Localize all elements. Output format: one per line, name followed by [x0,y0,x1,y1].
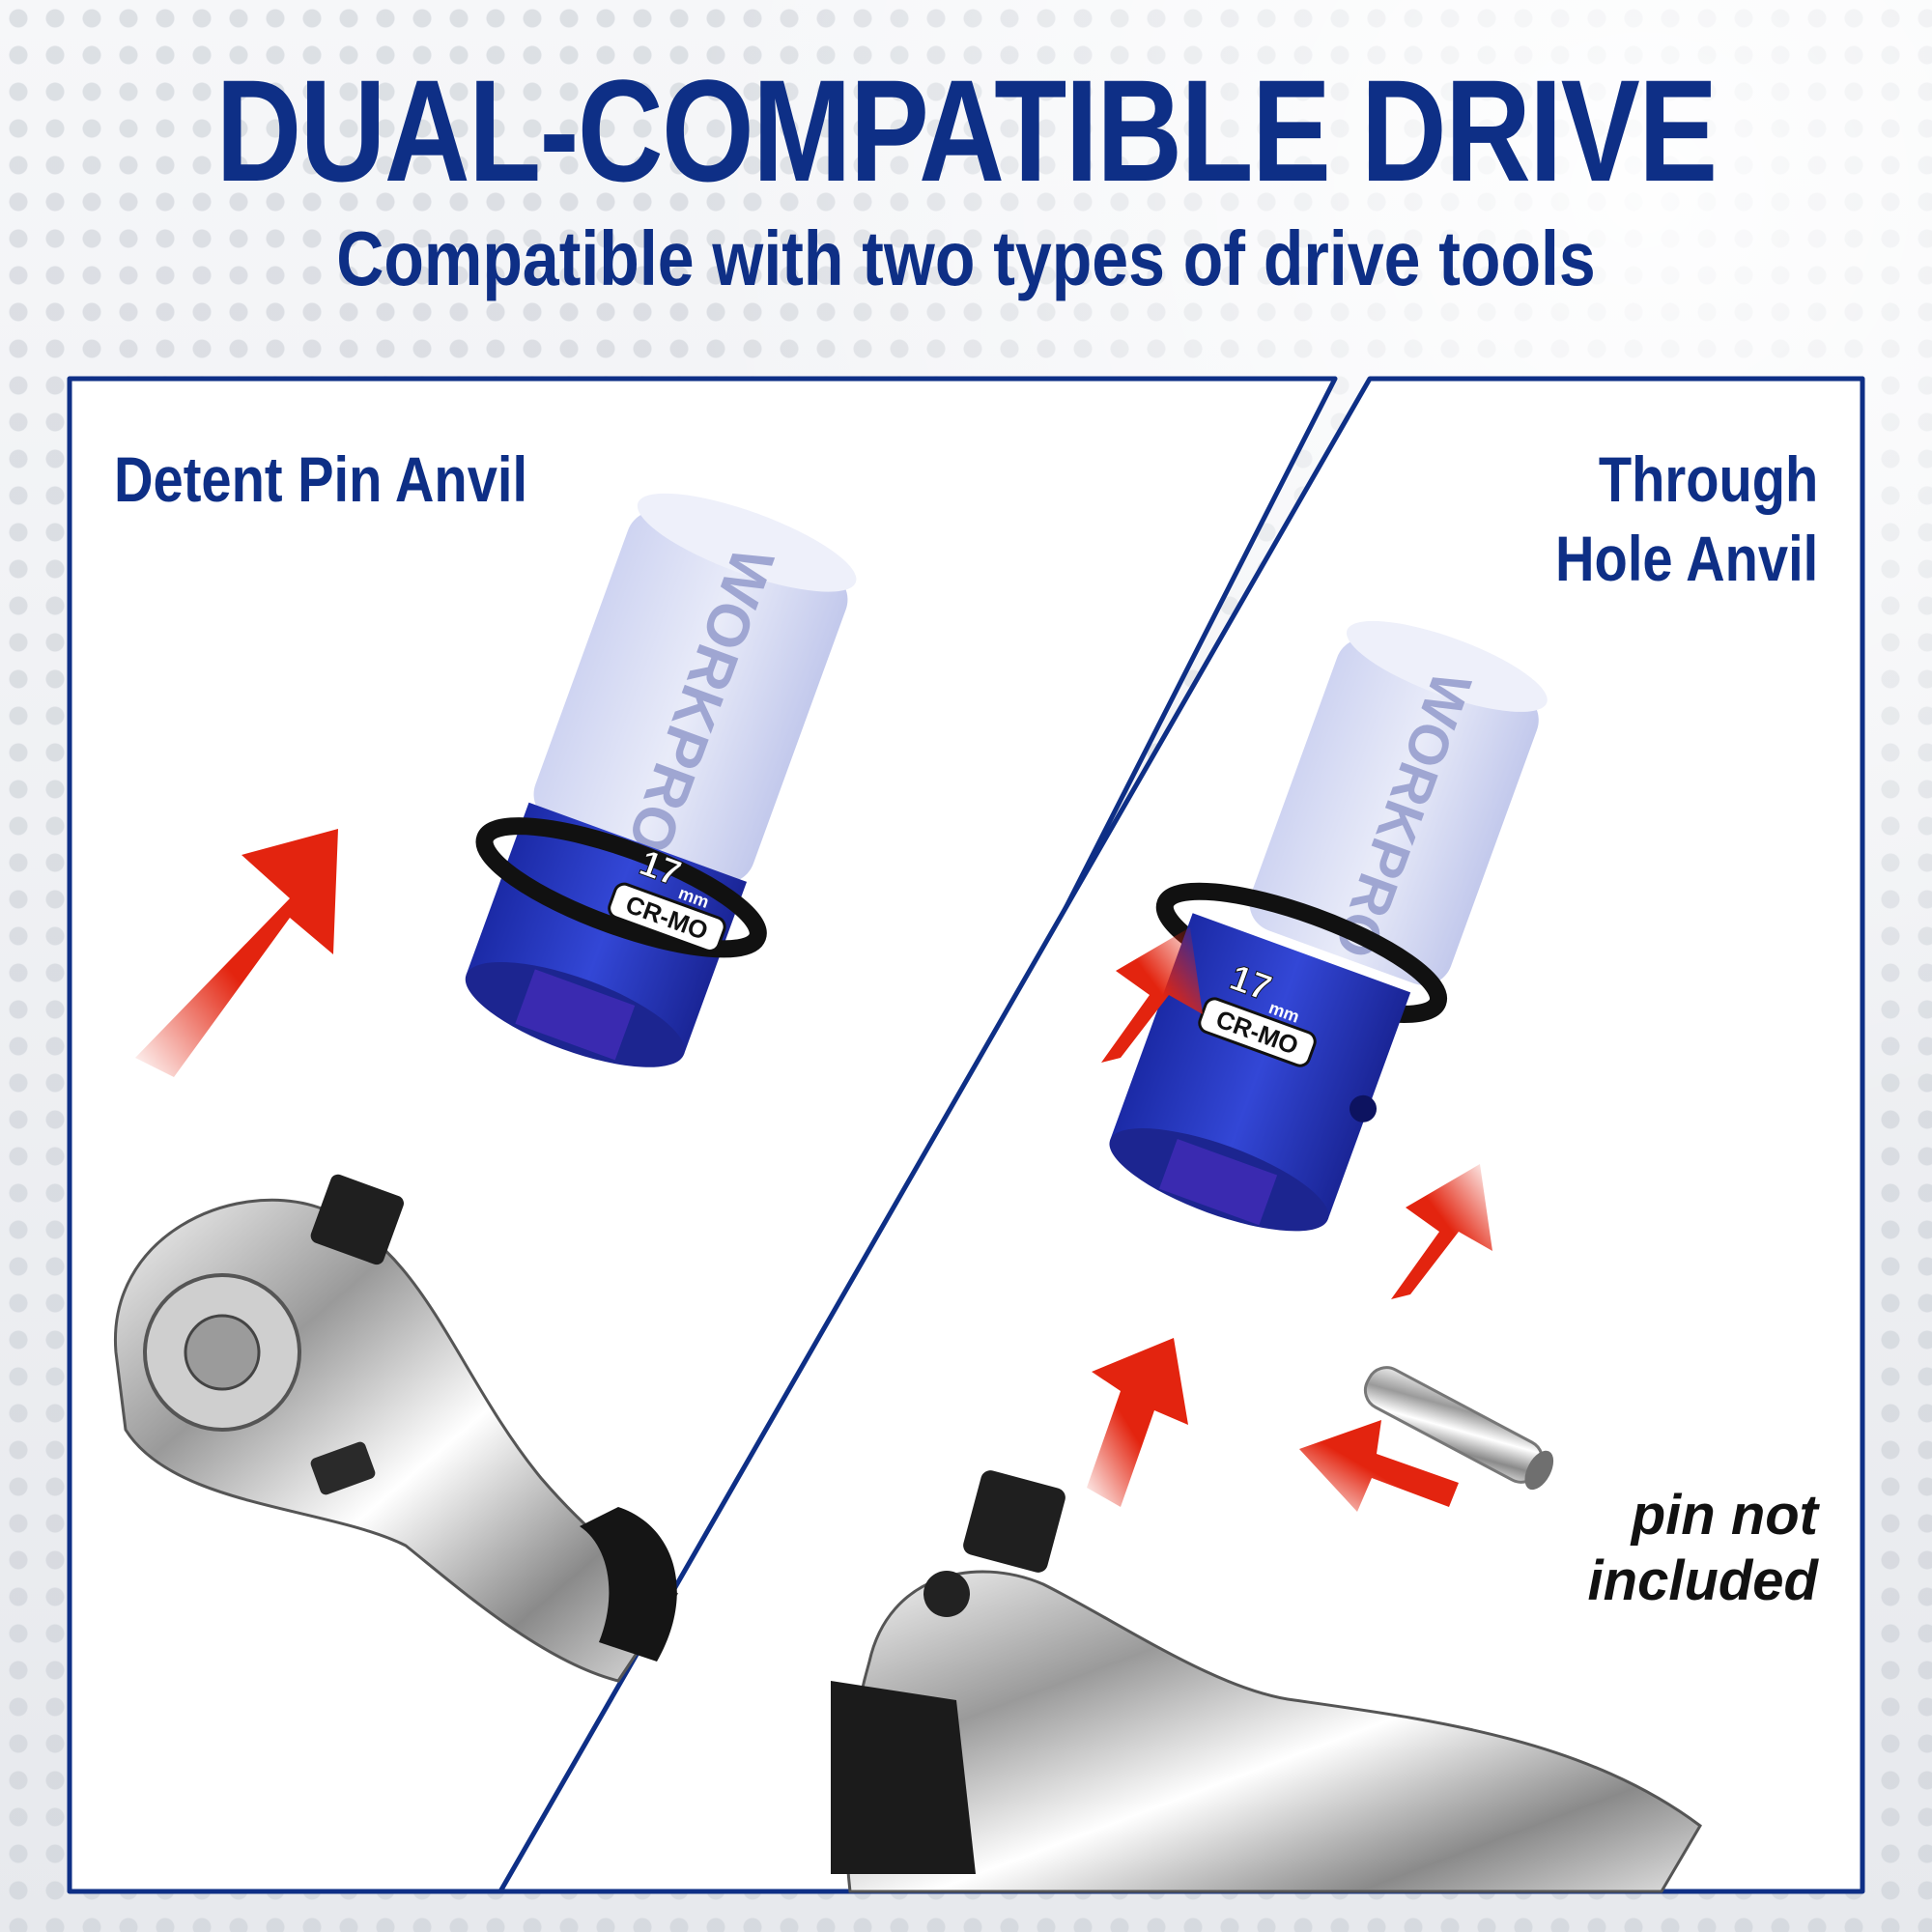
note-line2: included [1587,1549,1818,1612]
page-title: DUAL-COMPATIBLE DRIVE [215,49,1718,212]
note-line1: pin not [1631,1484,1818,1547]
through-hole-label-line2: Hole Anvil [1554,523,1818,594]
through-hole-anvil-label: Through Hole Anvil [1555,440,1818,598]
right-arrow-left [1299,1420,1459,1512]
pin-not-included-note: pin not included [1588,1483,1818,1614]
detent-pin-anvil-label: Detent Pin Anvil [114,443,528,515]
page-subtitle: Compatible with two types of drive tools [336,215,1596,301]
right-arrow-up [1087,1338,1188,1507]
right-ratchet-wrench [831,1470,1702,1893]
left-ratchet-wrench [114,1174,679,1683]
through-hole-label-line1: Through [1598,443,1818,515]
retaining-pin [1363,1366,1554,1491]
left-arrow [135,829,338,1077]
right-arrow-lower-right [1391,1164,1492,1299]
left-socket: WORKPRO 17 mm CR-MO [465,493,857,1067]
right-arrow-upper-left [1101,927,1203,1063]
